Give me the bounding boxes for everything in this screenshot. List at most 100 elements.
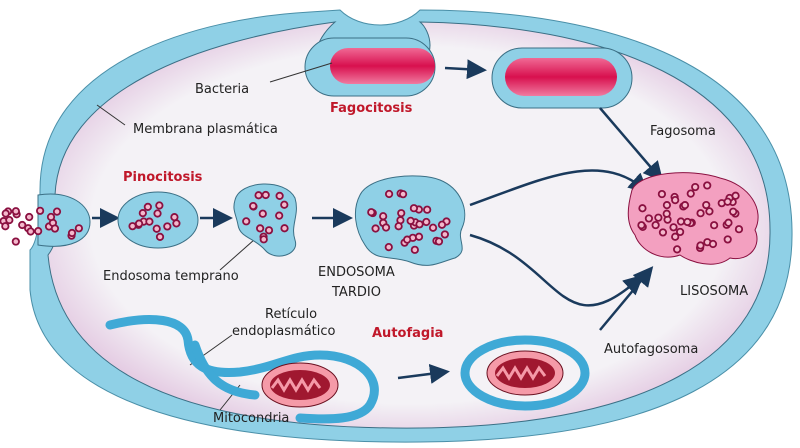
vesicle-particle — [280, 200, 289, 209]
vesicle-particle — [637, 221, 646, 230]
vesicle-particle — [381, 223, 391, 232]
label-lisosoma: LISOSOMA — [680, 284, 748, 299]
vesicle-particle — [275, 211, 284, 220]
vesicle-particle — [145, 217, 154, 226]
vesicle-particle — [658, 228, 668, 237]
vesicle-particle — [422, 217, 431, 227]
vesicle-particle — [729, 207, 738, 216]
vesicle-particle — [702, 200, 711, 210]
vesicle-particle — [676, 227, 685, 237]
vesicle-particle — [638, 204, 647, 213]
vesicle-particle — [11, 237, 20, 246]
label-reticulo-1: Retículo — [265, 307, 317, 322]
vesicle-particle — [1, 209, 10, 218]
vesicle-contents — [0, 181, 744, 254]
vesicle-particle — [134, 219, 144, 228]
vesicle-particle — [5, 216, 14, 225]
autophagosome — [460, 335, 590, 411]
vesicle-particle — [11, 207, 20, 216]
vesicle-particle — [152, 224, 161, 233]
vesicle-particle — [143, 202, 152, 211]
vesicle-particle — [280, 224, 289, 233]
vesicle-particle — [52, 207, 62, 216]
label-autofagia: Autofagia — [372, 326, 443, 341]
vesicle-particle — [397, 209, 406, 218]
vesicle-particle — [406, 216, 415, 225]
label-reticulo-2: endoplasmático — [232, 324, 336, 339]
early-endosome — [233, 183, 297, 257]
vesicle-particle — [249, 201, 258, 211]
vesicle-particle — [409, 204, 419, 213]
vesicle-particle — [680, 201, 690, 210]
vesicle-particle — [25, 212, 34, 222]
vesicle-particle — [67, 228, 77, 238]
vesicle-particle — [710, 221, 719, 230]
vesicle-particle — [423, 205, 432, 214]
label-membrana-plasmatica: Membrana plasmática — [133, 122, 278, 137]
mitochondrion — [261, 362, 339, 408]
vesicle-particle — [384, 243, 393, 252]
vesicle-particle — [371, 224, 380, 233]
vesicle-particle — [696, 209, 705, 218]
vesicle-particle — [170, 213, 179, 222]
label-mitocondria: Mitocondria — [213, 411, 289, 426]
vesicle-particle — [683, 217, 692, 227]
vesicle-particle — [671, 195, 680, 205]
early-vesicle — [117, 191, 199, 249]
vesicle-particle — [74, 224, 83, 233]
vesicle-particle — [657, 189, 667, 199]
vesicle-particle — [414, 232, 424, 241]
vesicle-particle — [258, 209, 267, 218]
vesicle-particle — [261, 190, 270, 200]
vesicle-particle — [410, 245, 419, 254]
vesicle-particle — [437, 220, 447, 229]
vesicle-particle — [673, 245, 682, 254]
vesicle-particle — [403, 235, 412, 244]
label-endosoma-tardio-1: ENDOSOMA — [318, 265, 395, 280]
vesicle-particle — [394, 222, 403, 231]
label-autofagosoma: Autofagosoma — [604, 342, 698, 357]
vesicle-particle — [384, 189, 394, 199]
vesicle-particle — [138, 209, 147, 218]
bacteria — [330, 48, 435, 84]
vesicle-particle — [662, 201, 672, 210]
vesicle-particle — [428, 223, 438, 232]
vesicle-particle — [36, 206, 45, 215]
vesicle-particle — [379, 212, 388, 221]
vesicle-particle — [691, 182, 700, 192]
label-endosoma-temprano: Endosoma temprano — [103, 269, 239, 284]
vesicle-particle — [153, 209, 162, 218]
vesicle-particle — [686, 189, 695, 198]
vesicle-particle — [26, 227, 35, 236]
vesicle-particle — [50, 224, 60, 233]
vesicle-particle — [644, 214, 653, 223]
vesicle-particle — [128, 222, 137, 231]
pinocytosis-invagination — [37, 193, 91, 247]
vesicle-particle — [703, 181, 712, 190]
label-pinocitosis: Pinocitosis — [123, 170, 203, 185]
vesicle-particle — [731, 191, 740, 200]
vesicle-particle — [440, 230, 449, 239]
vesicle-particle — [734, 225, 744, 234]
vesicle-particle — [708, 239, 718, 249]
vesicle-particle — [254, 191, 263, 200]
vesicle-particle — [242, 217, 251, 226]
vesicle-particle — [662, 209, 671, 218]
label-endosoma-tardio-2: TARDIO — [331, 285, 381, 300]
endoplasmic-reticulum — [105, 315, 379, 424]
vesicle-particle — [723, 235, 732, 244]
vesicle-particle — [1, 222, 10, 231]
vesicle-particle — [367, 208, 376, 217]
label-bacteria: Bacteria — [195, 82, 249, 97]
vesicle-particle — [415, 220, 424, 229]
vesicle-particle — [669, 223, 678, 232]
vesicle-particle — [654, 213, 663, 222]
label-fagocitosis: Fagocitosis — [330, 101, 413, 116]
vesicle-particle — [163, 222, 172, 231]
vesicle-particle — [155, 201, 164, 210]
vesicle-particle — [723, 197, 732, 206]
vesicle-particle — [676, 217, 686, 226]
vesicle-particle — [256, 224, 265, 233]
vesicle-particle — [259, 235, 268, 244]
vesicle-particle — [434, 237, 444, 246]
